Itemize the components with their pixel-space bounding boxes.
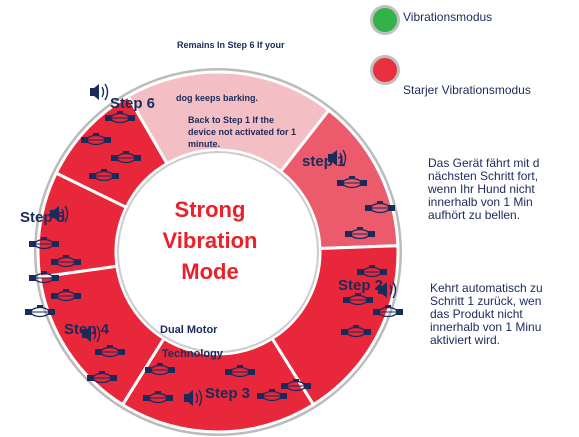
vibration-icons xyxy=(25,83,403,407)
dog-collar-icon xyxy=(345,227,375,240)
dog-collar-icon xyxy=(145,363,175,376)
legend-item-strong-vibration: Starjer Vibrationsmodus xyxy=(370,55,531,97)
paragraph-line: innerhalb von 1 Min xyxy=(428,195,533,209)
paragraph-line: wenn Ihr Hund nicht xyxy=(428,182,535,196)
dog-collar-icon xyxy=(341,325,371,338)
step-2-label: Step 2 xyxy=(338,277,383,294)
dog-collar-icon xyxy=(25,305,55,318)
red-mode-icon xyxy=(370,55,400,85)
sound-wave-icon xyxy=(90,83,109,101)
note-back-line-1: Back to Step 1 If the xyxy=(188,115,274,125)
dog-collar-icon xyxy=(81,133,111,146)
center-title-line-3: Mode xyxy=(181,259,238,284)
dog-collar-icon xyxy=(373,305,403,318)
dog-collar-icon xyxy=(95,345,125,358)
note-remains-line-2: dog keeps barking. xyxy=(176,93,258,103)
paragraph-line: das Produkt nicht xyxy=(430,307,523,321)
dual-motor-line-1: Dual Motor xyxy=(160,324,218,336)
dog-collar-icon xyxy=(89,169,119,182)
sound-wave-icon xyxy=(378,281,397,299)
dog-collar-icon xyxy=(225,365,255,378)
ring-center-hole xyxy=(117,151,319,353)
legend-item-vibration: Vibrationsmodus xyxy=(370,5,492,35)
sound-wave-icon xyxy=(50,205,69,223)
paragraph-line: nächsten Schritt fort, xyxy=(428,169,539,183)
paragraph-line: Schritt 1 zurück, wen xyxy=(430,294,542,308)
step-4-label: Step 4 xyxy=(64,321,110,338)
dog-collar-icon xyxy=(365,201,395,214)
center-title-line-1: Strong xyxy=(175,197,246,222)
legend-label-strong-vibration: Starjer Vibrationsmodus xyxy=(403,83,531,97)
dog-collar-icon xyxy=(105,111,135,124)
dog-collar-icon xyxy=(357,265,387,278)
paragraph-line: innerhalb von 1 Minu xyxy=(430,320,542,334)
paragraph-line: Das Gerät fährt mit d xyxy=(428,156,540,170)
paragraph-line: aufhört zu bellen. xyxy=(428,208,521,222)
step-1-label: step 1 xyxy=(302,153,345,170)
dual-motor-line-2: Technology xyxy=(162,348,224,360)
dog-collar-icon xyxy=(29,271,59,284)
dog-collar-icon xyxy=(337,176,367,189)
dog-collar-icon xyxy=(29,237,59,250)
paragraph-back-to-step-1: Kehrt automatisch zu Schritt 1 zurück, w… xyxy=(430,282,543,347)
step-5-label: Step 5 xyxy=(20,209,65,226)
paragraph-next-step: Das Gerät fährt mit d nächsten Schritt f… xyxy=(428,157,539,222)
paragraph-line: aktiviert wird. xyxy=(430,333,501,347)
note-back-line-2: device not activated for 1 xyxy=(188,127,296,137)
sound-wave-icon xyxy=(328,149,347,167)
segment-step-6 xyxy=(54,94,170,210)
dog-collar-icon xyxy=(257,389,287,402)
dog-collar-icon xyxy=(51,255,81,268)
green-mode-icon xyxy=(370,5,400,35)
segment-remains-step-6 xyxy=(125,70,331,174)
dog-collar-icon xyxy=(343,293,373,306)
center-title-line-2: Vibration xyxy=(163,228,258,253)
ring-segments xyxy=(36,70,400,434)
dog-collar-icon xyxy=(87,371,117,384)
sound-wave-icon xyxy=(82,325,101,343)
note-remains-line-1: Remains In Step 6 If your xyxy=(177,40,285,50)
dog-collar-icon xyxy=(51,289,81,302)
dog-collar-icon xyxy=(111,151,141,164)
paragraph-line: Kehrt automatisch zu xyxy=(430,281,543,295)
sound-wave-icon xyxy=(184,389,203,407)
step-6-label: Step 6 xyxy=(110,95,155,112)
note-back-line-3: minute. xyxy=(188,139,220,149)
legend-label-vibration: Vibrationsmodus xyxy=(403,10,493,24)
step-3-label: Step 3 xyxy=(205,385,250,402)
dog-collar-icon xyxy=(143,391,173,404)
dog-collar-icon xyxy=(281,379,311,392)
